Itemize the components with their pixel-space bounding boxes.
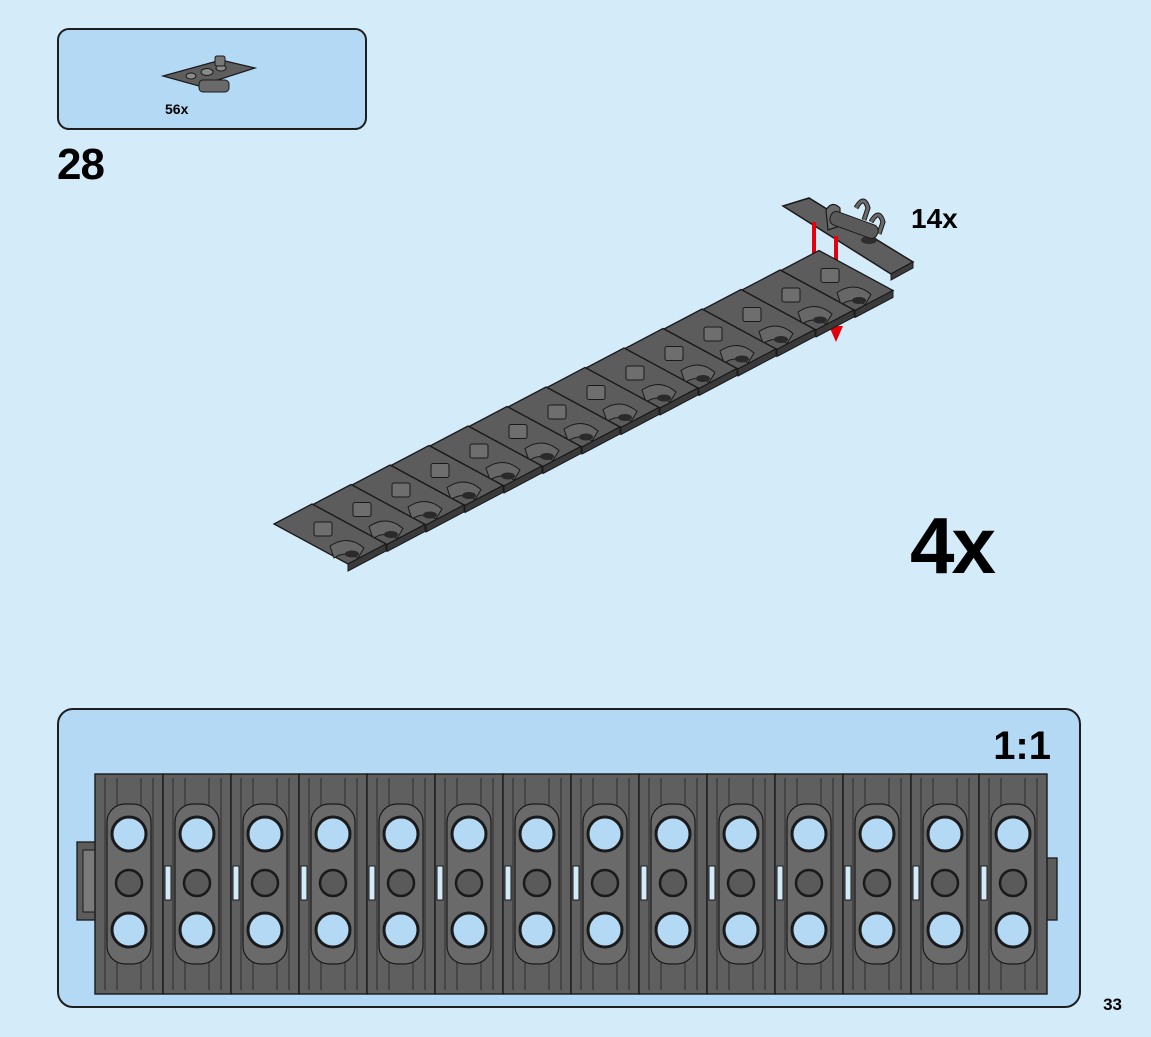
tread-link-part-icon	[160, 55, 258, 93]
tread-link	[978, 773, 1048, 995]
tread-link	[366, 773, 436, 995]
tread-link	[570, 773, 640, 995]
tread-link	[298, 773, 368, 995]
parts-list-callout: 56x	[57, 28, 367, 130]
tread-link	[272, 503, 388, 572]
tread-link	[774, 773, 844, 995]
tread-link	[502, 773, 572, 995]
tread-link	[842, 773, 912, 995]
subassembly-quantity: 14x	[911, 203, 958, 234]
tread-link-part-icon	[781, 197, 915, 281]
tread-link	[467, 405, 583, 475]
parts-quantity: 56x	[165, 101, 189, 117]
tread-link	[701, 288, 817, 358]
tread-link	[230, 773, 300, 995]
tread-link	[740, 269, 856, 338]
tread-link	[910, 773, 980, 995]
tread-link	[94, 773, 164, 995]
assembly-multiplier: 4x	[910, 501, 996, 590]
tread-link	[623, 327, 739, 397]
page-number: 33	[1103, 995, 1122, 1014]
tread-link	[706, 773, 776, 995]
tread-link	[638, 773, 708, 995]
tread-link	[434, 773, 504, 995]
tread-link	[350, 464, 466, 533]
tread-link	[506, 386, 622, 455]
tread-link	[389, 444, 505, 514]
step-number: 28	[57, 140, 105, 189]
tread-link	[162, 773, 232, 995]
tread-link	[428, 425, 544, 494]
scale-view-callout: 1:1	[57, 708, 1081, 1008]
tread-assembly	[272, 249, 895, 572]
tread-link	[779, 249, 895, 319]
scale-tread-links	[76, 773, 1058, 995]
scale-label: 1:1	[993, 724, 1051, 768]
tread-link	[584, 347, 700, 416]
